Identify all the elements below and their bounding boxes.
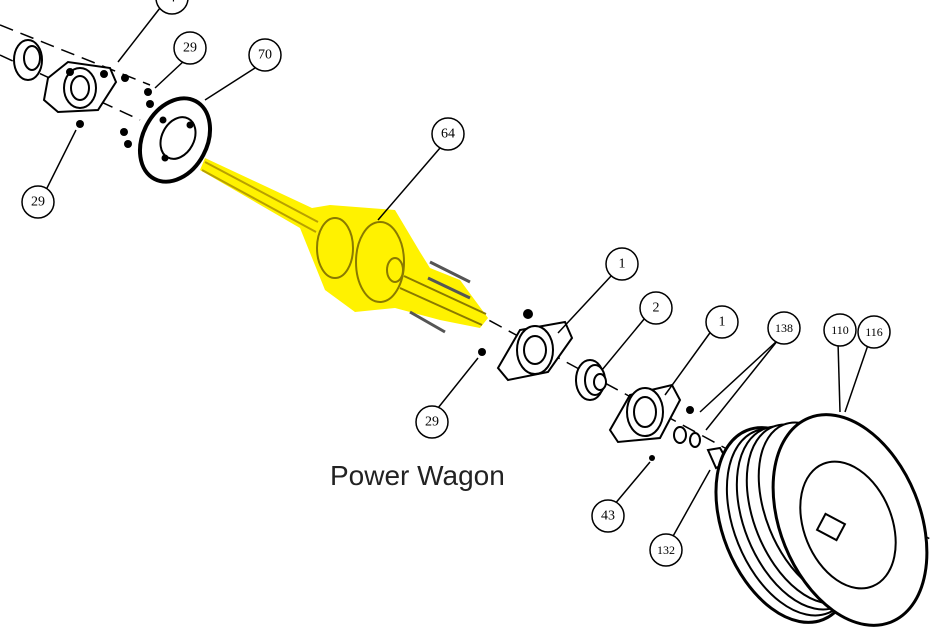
callout-29-upper-bubble xyxy=(173,31,207,65)
callout-label: 29 xyxy=(31,195,45,210)
callout-label: 2 xyxy=(653,301,660,316)
callout-132-bubble xyxy=(649,533,683,567)
callout-label: 64 xyxy=(441,127,455,142)
diagram-caption: Power Wagon xyxy=(330,460,505,491)
callout-43-bubble xyxy=(591,499,625,533)
callout-2-bubble xyxy=(639,291,673,325)
callout-label: 110 xyxy=(831,323,849,337)
right-fasteners xyxy=(478,348,655,461)
callout-29-lower-bubble xyxy=(21,185,55,219)
callout-label: 29 xyxy=(183,41,197,56)
callout-bubbles xyxy=(21,0,891,567)
callout-label: 29 xyxy=(425,415,439,430)
callout-label: 4 xyxy=(169,0,176,6)
callout-label: 43 xyxy=(601,509,615,524)
right-bearing-assembly xyxy=(496,309,730,470)
shaft-assembly-64 xyxy=(200,158,488,334)
callout-70-bubble xyxy=(248,38,282,72)
wheel-tire xyxy=(714,413,929,627)
callout-label: 70 xyxy=(258,48,272,63)
callout-138-bubble xyxy=(767,311,801,345)
callout-1-lower-bubble xyxy=(705,305,739,339)
left-bearing-assembly xyxy=(13,39,118,114)
callout-labels: 4 29 70 29 64 1 2 1 138 110 116 29 43 13… xyxy=(31,0,883,557)
callout-label: 1 xyxy=(719,315,726,330)
left-fasteners xyxy=(76,74,154,148)
callout-110-bubble xyxy=(823,313,857,347)
callout-label: 132 xyxy=(657,543,675,557)
callout-116-bubble xyxy=(857,315,891,349)
callout-4-bubble xyxy=(155,0,189,15)
callout-label: 1 xyxy=(619,257,626,272)
callout-64-bubble xyxy=(431,117,465,151)
callout-29-mid-bubble xyxy=(415,405,449,439)
gasket-plate-70 xyxy=(137,96,213,184)
leader-lines xyxy=(44,7,869,539)
callout-1-upper-bubble xyxy=(605,247,639,281)
callout-label: 138 xyxy=(775,321,793,335)
callout-label: 116 xyxy=(865,325,883,339)
